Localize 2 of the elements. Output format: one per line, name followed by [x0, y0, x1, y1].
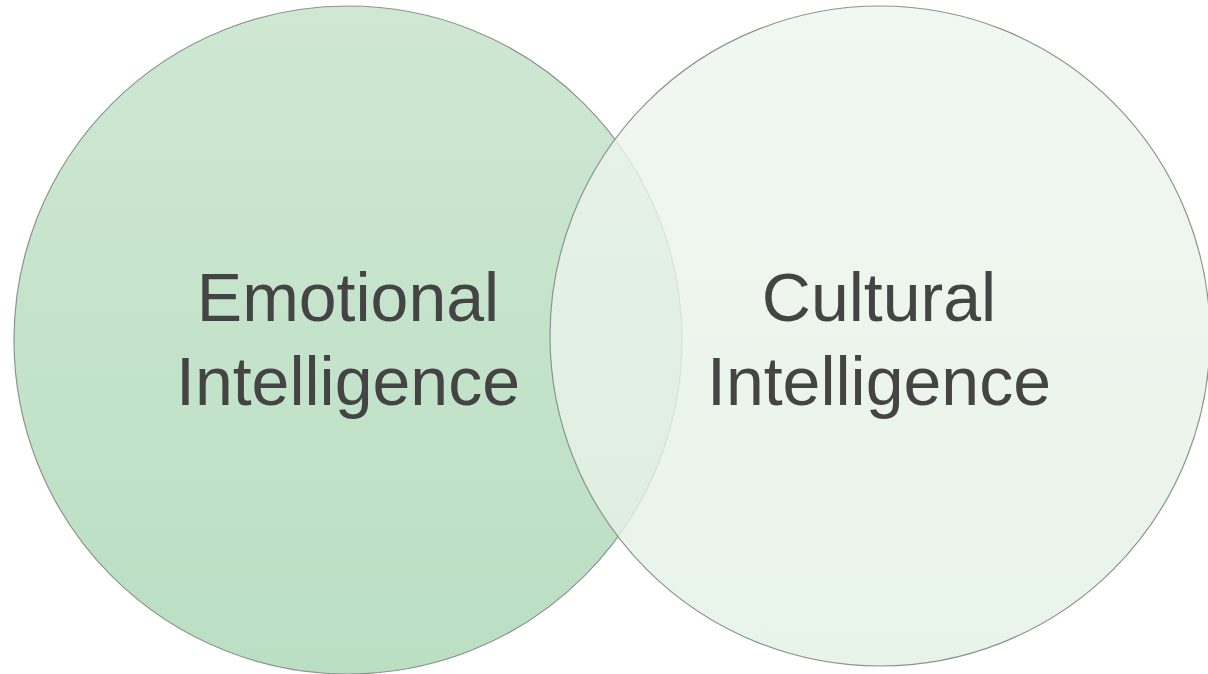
- circle-label: Cultural Intelligence: [706, 258, 1052, 421]
- circle-label: Emotional Intelligence: [175, 258, 521, 421]
